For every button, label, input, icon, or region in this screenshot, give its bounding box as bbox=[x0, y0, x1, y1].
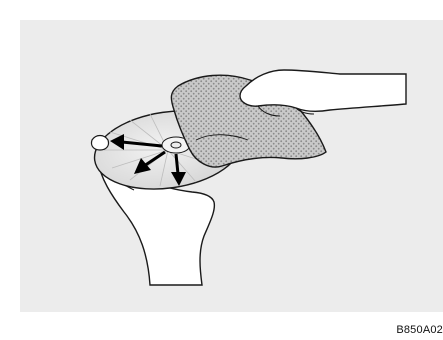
figure-code: B850A02 bbox=[396, 324, 443, 336]
thumb-icon bbox=[91, 136, 108, 151]
